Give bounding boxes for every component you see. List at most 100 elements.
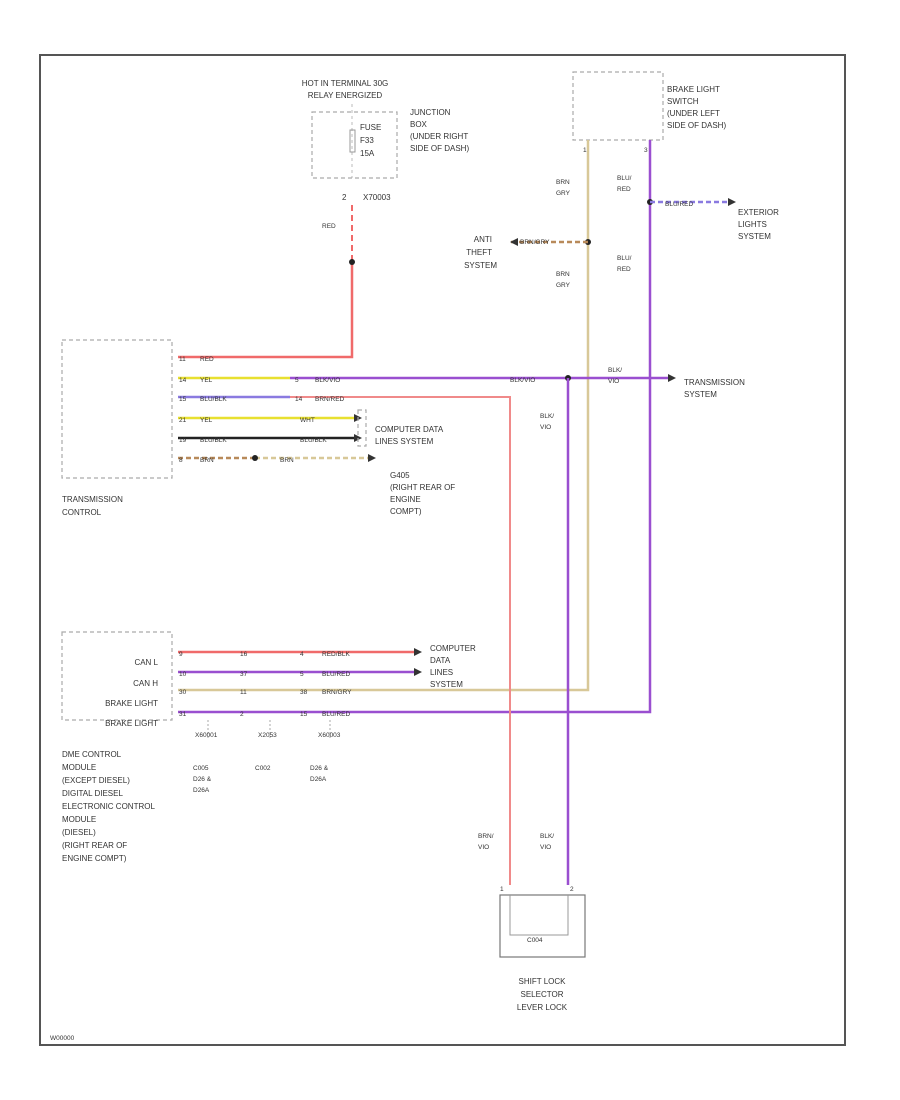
blk-vio-label-mid-a: BLK/ bbox=[540, 413, 554, 420]
connector-note-2a: C002 bbox=[255, 765, 271, 772]
connector-note-3a: D26 & bbox=[310, 765, 329, 772]
shift-lock-label-2: SELECTOR bbox=[521, 990, 564, 999]
blu-red-label-2a: BLU/ bbox=[617, 255, 632, 262]
shift-lock: C004 1 2 SHIFT LOCK SELECTOR LEVER LOCK bbox=[499, 886, 586, 1012]
shift-lock-label-1: SHIFT LOCK bbox=[519, 977, 567, 986]
ecm-outline bbox=[61, 631, 173, 721]
brake-light-switch: BRAKE LIGHT SWITCH (UNDER LEFT SIDE OF D… bbox=[572, 71, 726, 154]
cdl2-label-1: COMPUTER bbox=[430, 644, 476, 653]
brake-switch-label-1: BRAKE LIGHT bbox=[667, 85, 720, 94]
shift-lock-coil bbox=[509, 895, 569, 936]
connector-1: X60001 bbox=[195, 732, 218, 739]
blu-red-wire bbox=[178, 140, 652, 714]
fuse-number: F33 bbox=[360, 136, 374, 145]
junction-box-label-2: BOX bbox=[410, 120, 428, 129]
ecm-pin-c-1: 4 bbox=[300, 651, 304, 658]
ecm-label-2: MODULE bbox=[62, 763, 96, 772]
connector-note-1c: D26A bbox=[193, 787, 210, 794]
junction-box: HOT IN TERMINAL 30G RELAY ENERGIZED FUSE… bbox=[302, 79, 470, 202]
tc-pin-14: 14 bbox=[179, 377, 187, 384]
transmission-control-label-2: CONTROL bbox=[62, 508, 102, 517]
arrow-cdl2-2 bbox=[414, 668, 422, 676]
brn-vio-label-a: BRN/ bbox=[478, 833, 494, 840]
shift-lock-pin-2: 2 bbox=[570, 886, 574, 893]
ecm-label-3: (EXCEPT DIESEL) bbox=[62, 776, 130, 785]
fuse-symbol bbox=[349, 129, 356, 153]
red-blk-label: RED/BLK bbox=[322, 651, 350, 658]
brake-switch-pin-left: 1 bbox=[583, 147, 587, 154]
ecm-module: CAN L CAN H BRAKE LIGHT BRAKE LIGHT DME … bbox=[61, 631, 173, 863]
ecm-pin-c-3: 38 bbox=[300, 689, 308, 696]
exterior-lights-label-3: SYSTEM bbox=[738, 232, 771, 241]
splice-red bbox=[349, 259, 355, 265]
ecm-label-1: DME CONTROL bbox=[62, 750, 122, 759]
tc-pin-11: 11 bbox=[179, 356, 186, 363]
brn-gry-label-ecm: BRN/GRY bbox=[322, 689, 352, 696]
ecm-pin-c-4: 15 bbox=[300, 711, 308, 718]
blu-red-label-ecm: BLU/RED bbox=[322, 671, 350, 678]
anti-theft-label-2: THEFT bbox=[466, 248, 492, 257]
ground-label-4: COMPT) bbox=[390, 507, 422, 516]
blu-red-wire-label-h: BLU/RED bbox=[665, 201, 693, 208]
red-wire bbox=[178, 262, 354, 359]
junction-pin: 2 bbox=[342, 193, 347, 202]
ecm-pin-a-4: 31 bbox=[179, 711, 187, 718]
connector-note-1b: D26 & bbox=[193, 776, 212, 783]
transmission-control-label-1: TRANSMISSION bbox=[62, 495, 123, 504]
fuse-label: FUSE bbox=[360, 123, 381, 132]
ecm-label-5: ELECTRONIC CONTROL bbox=[62, 802, 155, 811]
cdl2-label-3: LINES bbox=[430, 668, 453, 677]
yel-label-tc-2: YEL bbox=[200, 417, 213, 424]
junction-box-label-4: SIDE OF DASH) bbox=[410, 144, 469, 153]
brake-switch-label-2: SWITCH bbox=[667, 97, 699, 106]
red-wire-label: RED bbox=[322, 223, 336, 230]
red-label-tc: RED bbox=[200, 356, 214, 363]
ecm-pin-b-3: 11 bbox=[240, 689, 247, 696]
blk-vio-label-mid-b: VIO bbox=[540, 424, 551, 431]
tc-pin-19: 19 bbox=[179, 437, 187, 444]
arrow-ground bbox=[368, 454, 376, 462]
blu-red-label-1b: RED bbox=[617, 186, 631, 193]
junction-box-outline bbox=[311, 111, 398, 179]
ecm-pin-a-1: 9 bbox=[179, 651, 183, 658]
blu-blk-label-tc-3: BLU/BLK bbox=[300, 437, 327, 444]
ecm-label-4: DIGITAL DIESEL bbox=[62, 789, 123, 798]
ground-label-1: G405 bbox=[390, 471, 410, 480]
transmission-system-label-1: TRANSMISSION bbox=[684, 378, 745, 387]
blk-vio-wire-label-h: BLK/VIO bbox=[510, 377, 535, 384]
cdl1-label-1: COMPUTER DATA bbox=[375, 425, 444, 434]
brn-gry-wire bbox=[178, 140, 590, 692]
blk-vio-label-top-b: VIO bbox=[608, 378, 619, 385]
brake-light-switch-outline bbox=[572, 71, 664, 141]
cdl2-label-4: SYSTEM bbox=[430, 680, 463, 689]
blk-vio-label-bottom-b: VIO bbox=[540, 844, 551, 851]
ecm-pin-brake-2: BRAKE LIGHT bbox=[105, 719, 158, 728]
blu-red-label-2b: RED bbox=[617, 266, 631, 273]
brn-gry-wire-label-h: BRN/GRY bbox=[520, 239, 550, 246]
diagram-frame bbox=[39, 54, 846, 1046]
anti-theft-label-3: SYSTEM bbox=[464, 261, 497, 270]
connector-2: X2053 bbox=[258, 732, 277, 739]
ground-label-3: ENGINE bbox=[390, 495, 421, 504]
brn-gry-label-1a: BRN bbox=[556, 179, 570, 186]
hot-in-terminal-text: HOT IN TERMINAL 30G bbox=[302, 79, 389, 88]
splice-ground bbox=[252, 455, 258, 461]
fuse-amperage: 15A bbox=[360, 149, 375, 158]
ecm-pin-can-h: CAN H bbox=[133, 679, 158, 688]
shift-lock-outline bbox=[499, 894, 586, 958]
blu-red-label-ecm-2: BLU/RED bbox=[322, 711, 350, 718]
transmission-control: TRANSMISSION CONTROL bbox=[61, 339, 173, 517]
connector-note-1a: C005 bbox=[193, 765, 209, 772]
shift-lock-label-3: LEVER LOCK bbox=[517, 1003, 568, 1012]
transmission-system-label-2: SYSTEM bbox=[684, 390, 717, 399]
ecm-label-6: MODULE bbox=[62, 815, 96, 824]
ecm-pin-b-4: 2 bbox=[240, 711, 244, 718]
tc-right-pin-5: 5 bbox=[295, 377, 299, 384]
transmission-control-outline bbox=[61, 339, 173, 479]
exterior-lights-label-1: EXTERIOR bbox=[738, 208, 779, 217]
wht-label-tc: WHT bbox=[300, 417, 315, 424]
tc-right-pin-14: 14 bbox=[295, 396, 303, 403]
ground-label-2: (RIGHT REAR OF bbox=[390, 483, 455, 492]
shift-lock-inner-label: C004 bbox=[527, 937, 543, 944]
